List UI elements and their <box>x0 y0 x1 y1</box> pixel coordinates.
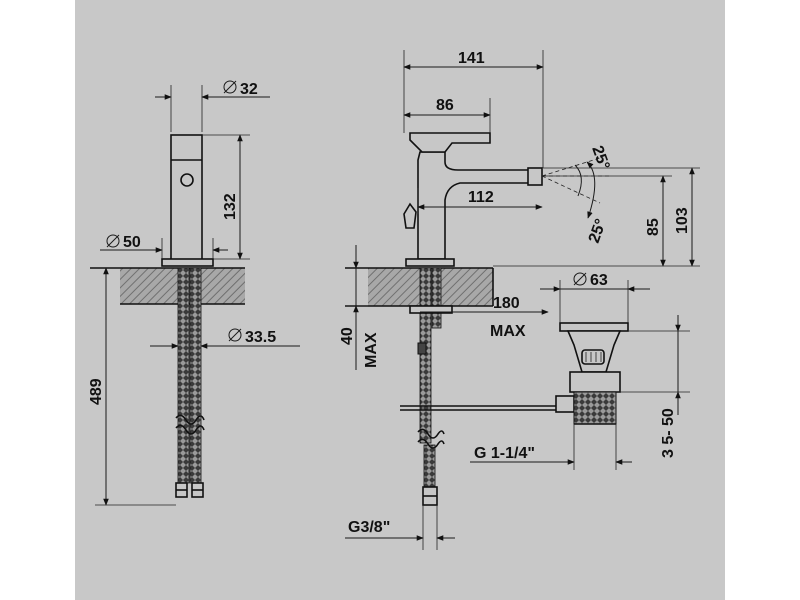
popup-waste <box>555 322 629 425</box>
front-dim-32: 32 <box>155 80 270 132</box>
front-dim-33-5: 33.5 <box>150 328 300 349</box>
side-dim-86: 86 <box>403 97 491 133</box>
label-180: 180 <box>493 295 520 312</box>
front-hose-left <box>177 267 190 484</box>
front-base <box>161 258 214 267</box>
front-view: 32 132 50 33.5 <box>88 80 300 506</box>
side-dim-g38: G3/8" <box>345 505 455 550</box>
label-112: 112 <box>468 189 494 206</box>
side-base <box>405 258 455 267</box>
front-hose-right <box>189 267 202 484</box>
label-35-50: 3 5- 50 <box>660 408 677 458</box>
side-view: 141 86 112 25° 25° 85 <box>339 50 700 550</box>
side-dim-103: 103 <box>543 167 700 267</box>
side-lever <box>409 132 491 153</box>
label-180-max: MAX <box>490 323 526 340</box>
label-489: 489 <box>88 378 105 405</box>
front-body <box>170 134 203 261</box>
front-dim-489: 489 <box>88 267 176 506</box>
side-dim-g114: G 1-1/4" <box>470 424 632 470</box>
front-aerator <box>180 173 194 187</box>
label-40: 40 <box>339 327 356 345</box>
side-dim-112: 112 <box>417 188 543 214</box>
label-dia-32: 32 <box>240 81 258 98</box>
label-dia-50: 50 <box>123 234 141 251</box>
side-dim-40-max: 40 MAX <box>339 245 380 370</box>
side-dim-35-50: 3 5- 50 <box>616 315 690 458</box>
label-86: 86 <box>436 97 454 114</box>
label-dia-63: 63 <box>590 272 608 289</box>
side-dim-85: 85 <box>493 175 700 267</box>
label-g114: G 1-1/4" <box>474 445 535 462</box>
label-40-max: MAX <box>363 332 380 368</box>
side-outlet <box>527 167 543 186</box>
label-dia-33-5: 33.5 <box>245 329 276 346</box>
side-dim-141: 141 <box>403 50 544 168</box>
front-dim-50: 50 <box>100 234 228 259</box>
label-g38: G3/8" <box>348 519 390 536</box>
side-dim-63: 63 <box>540 272 650 323</box>
front-dim-132: 132 <box>202 134 250 260</box>
label-141: 141 <box>458 50 485 67</box>
label-132: 132 <box>222 193 239 220</box>
side-dim-180-max: 180 MAX <box>420 295 549 340</box>
label-103: 103 <box>674 207 691 234</box>
side-popup-knob <box>403 202 417 229</box>
side-rod <box>417 342 427 355</box>
label-85: 85 <box>645 218 662 236</box>
